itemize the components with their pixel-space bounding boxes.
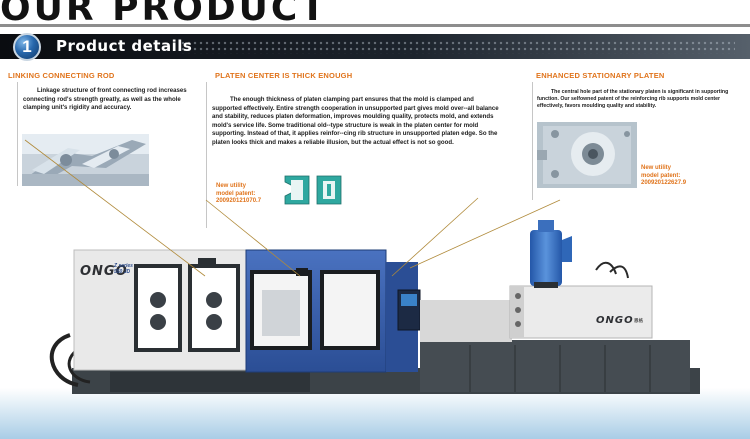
leader-line-platen-center-right — [391, 197, 479, 277]
injection-unit-brand-cn: 恩格 — [634, 318, 643, 323]
feature-callout-platen-center: The enough thickness of platen clamping … — [206, 82, 506, 228]
patent-number-stationary-platen: New utility model patent: 200920122627.9 — [641, 165, 721, 188]
section-number-badge: 1 — [13, 33, 41, 61]
patent-line: model patent: — [216, 190, 256, 197]
platen-profile-diagram — [283, 172, 345, 208]
patent-line: New utility — [641, 165, 672, 171]
machine-series-label: Z series 550 JD — [114, 263, 142, 275]
feature-title-stationary-platen: ENHANCED STATIONARY PLATEN — [536, 71, 665, 80]
injection-unit-brand-logo: ONGO — [596, 315, 634, 326]
feature-callout-linking-rod: Linkage structure of front connecting ro… — [17, 82, 195, 186]
feature-text-stationary-platen: The central hole part of the stationary … — [537, 89, 729, 109]
section-bar-pattern — [180, 40, 735, 54]
leader-line-stationary-platen — [409, 199, 561, 269]
machine-brand-logo: ONGO — [80, 264, 128, 279]
title-underline — [0, 24, 750, 27]
patent-number-platen-center: New utility model patent: 200920121070.7 — [216, 183, 296, 206]
section-bar — [0, 34, 750, 59]
patent-line: New utility — [216, 183, 247, 189]
patent-line: 200920122627.9 — [641, 180, 687, 187]
section-title: Product details — [56, 37, 193, 55]
feature-text-platen-center: The enough thickness of platen clamping … — [212, 96, 499, 146]
patent-line: 200920121070.7 — [216, 198, 262, 205]
machine-series: Z series — [114, 263, 133, 269]
connecting-rod-photo — [22, 134, 149, 186]
page-title: OUR PRODUCT — [0, 0, 328, 29]
machine-model: 550 JD — [114, 269, 131, 275]
feature-title-platen-center: PLATEN CENTER IS THICK ENOUGH — [215, 71, 353, 80]
leader-line-linking-rod — [24, 139, 206, 277]
patent-line: model patent: — [641, 172, 681, 179]
leader-line-platen-center — [205, 199, 301, 277]
stationary-platen-photo — [537, 122, 637, 188]
feature-title-linking-rod: LINKING CONNECTING ROD — [8, 71, 115, 80]
feature-callout-stationary-platen: The central hole part of the stationary … — [532, 82, 742, 200]
feature-text-linking-rod: Linkage structure of front connecting ro… — [23, 87, 187, 112]
